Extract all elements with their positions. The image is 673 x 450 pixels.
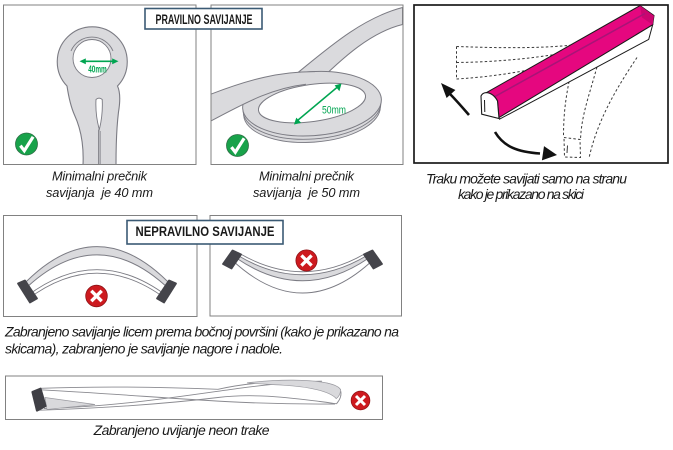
svg-text:Minimalni prečnik: Minimalni prečnik (52, 168, 148, 183)
svg-text:Minimalni prečnik: Minimalni prečnik (259, 168, 355, 183)
svg-text:50mm: 50mm (322, 104, 346, 116)
svg-text:skicama), zabranjeno je savija: skicama), zabranjeno je savijanje nagore… (5, 341, 283, 357)
svg-text:Zabranjeno uvijanje neon trake: Zabranjeno uvijanje neon trake (93, 422, 270, 438)
svg-text:kako je prikazano na skici: kako je prikazano na skici (458, 186, 585, 202)
svg-text:savijanja je 50 mm: savijanja je 50 mm (253, 185, 360, 200)
svg-text:NEPRAVILNO SAVIJANJE: NEPRAVILNO SAVIJANJE (136, 224, 275, 240)
svg-text:PRAVILNO SAVIJANJE: PRAVILNO SAVIJANJE (156, 12, 253, 28)
svg-text:Traku možete savijati samo na: Traku možete savijati samo na stranu (426, 171, 627, 187)
svg-text:savijanja je 40 mm: savijanja je 40 mm (46, 185, 153, 200)
svg-text:Zabranjeno savijanje licem pre: Zabranjeno savijanje licem prema bočnoj … (4, 324, 399, 340)
svg-text:40mm: 40mm (88, 64, 107, 75)
